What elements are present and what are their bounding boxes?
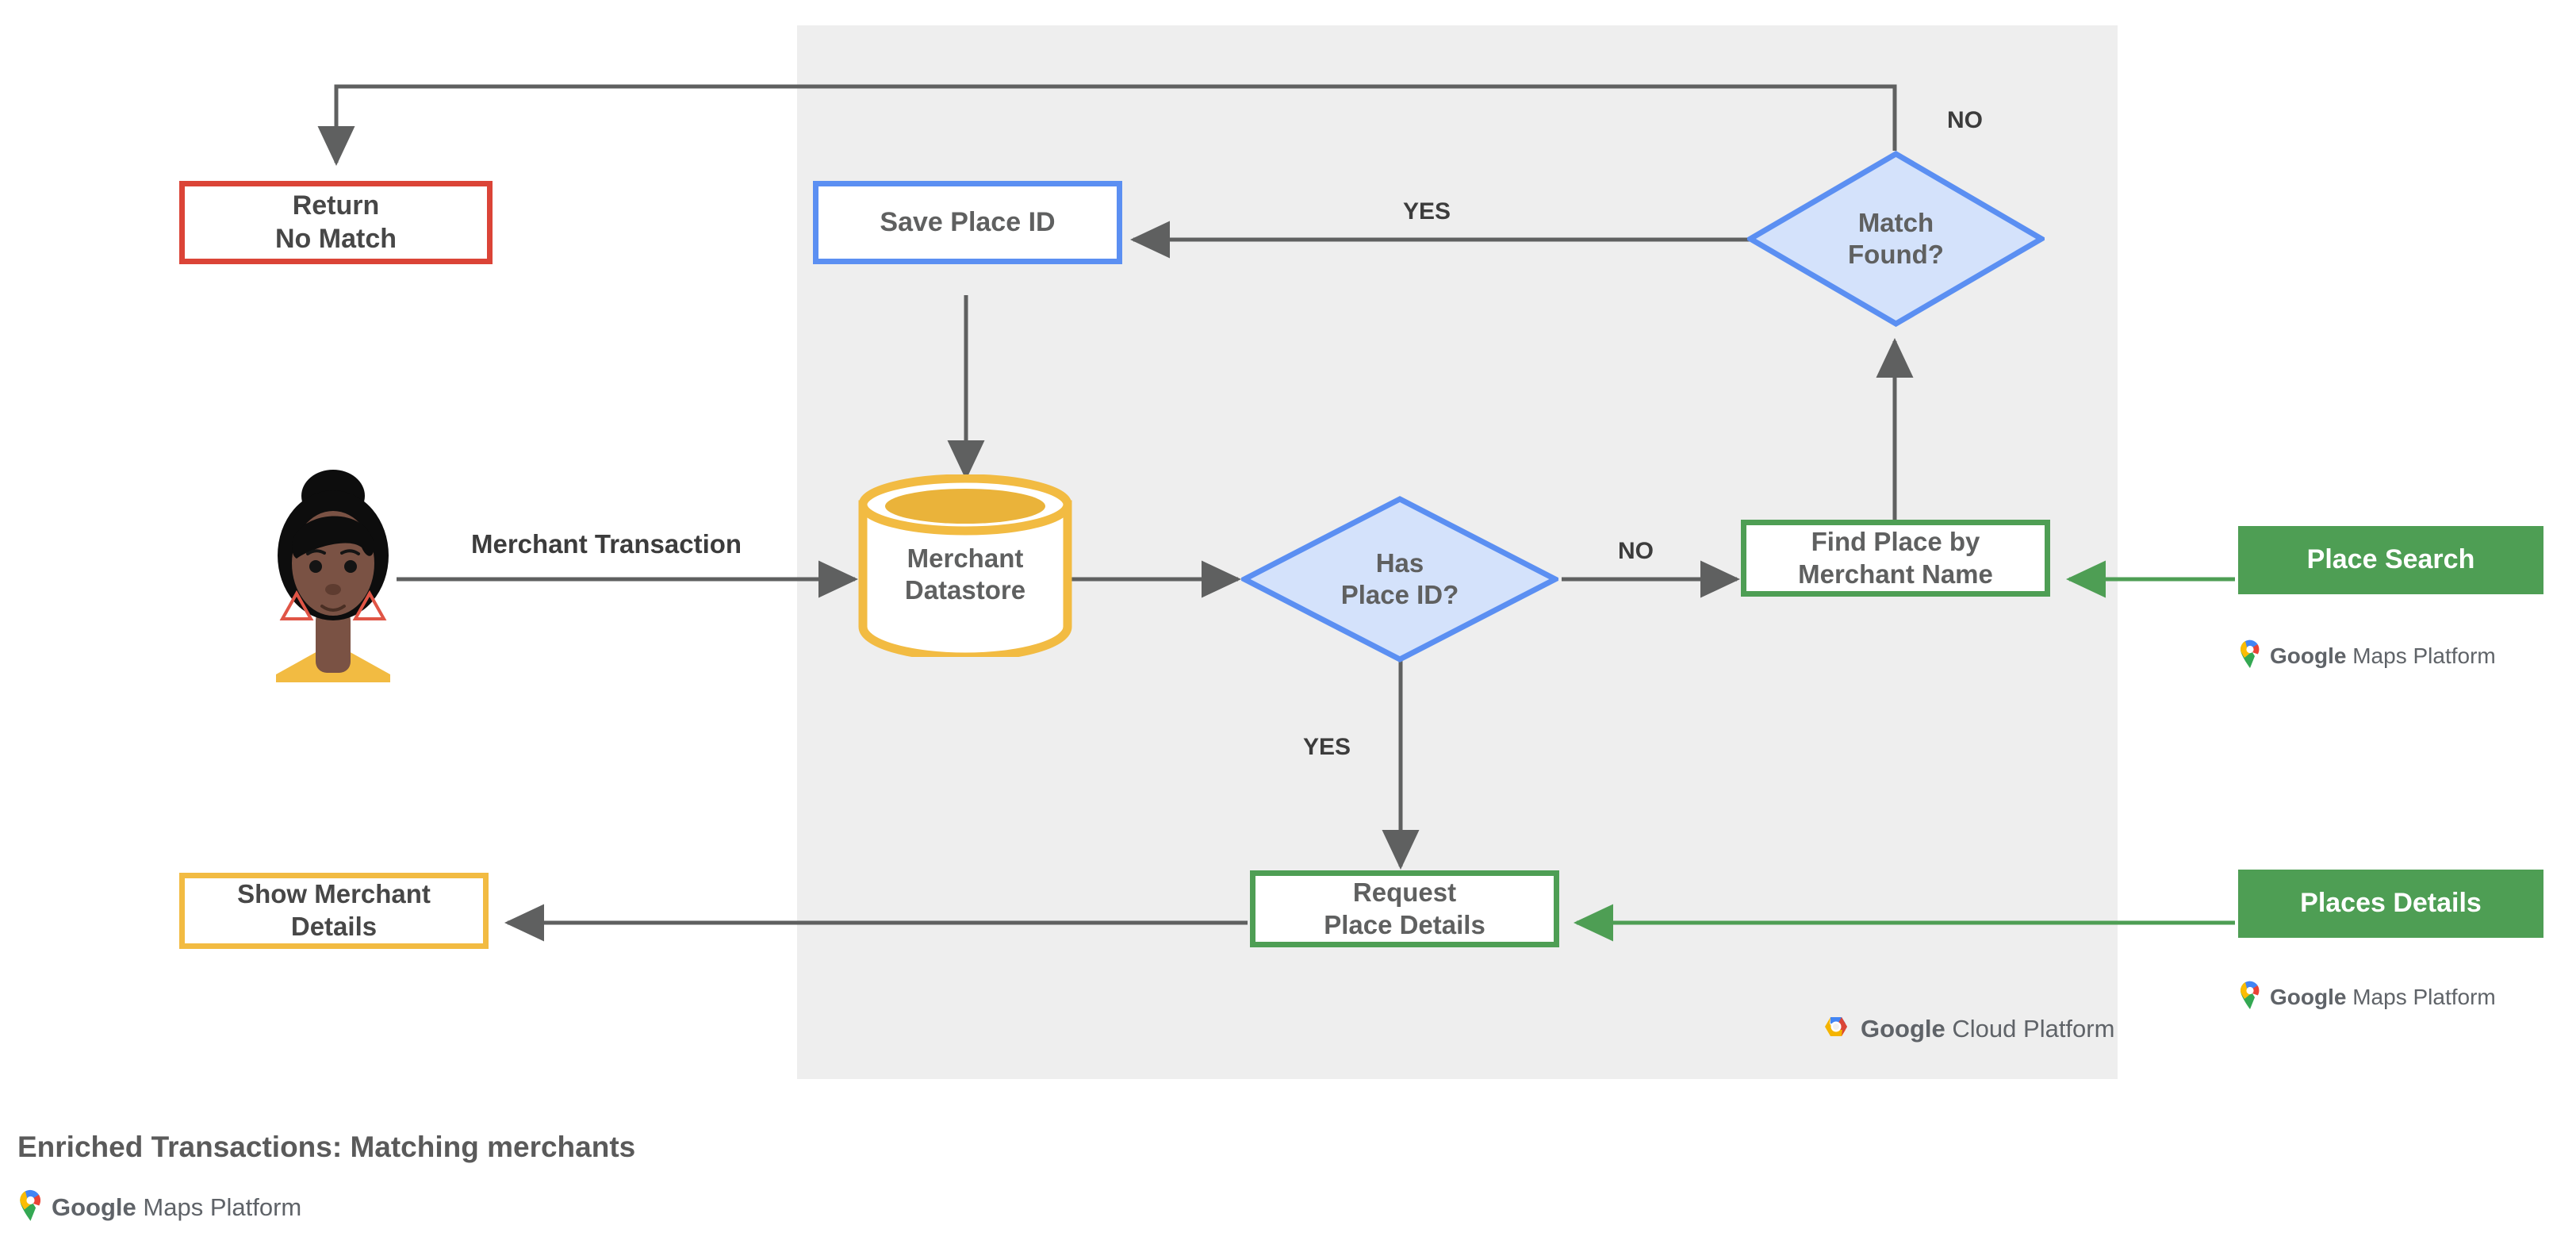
edge-label-match-found-no: NO (1947, 107, 1983, 133)
edge-label-match-found-yes: YES (1403, 198, 1451, 225)
node-find-place-by-merchant-name[interactable]: Find Place by Merchant Name (1741, 520, 2050, 597)
node-merchant-datastore[interactable]: Merchant Datastore (858, 474, 1072, 662)
node-save-place-id[interactable]: Save Place ID (813, 181, 1122, 264)
maps-pin-icon (17, 1189, 44, 1226)
google-maps-platform-logo-footer: Google Maps Platform (17, 1189, 301, 1226)
maps-pin-icon (2238, 639, 2262, 673)
node-match-found-label: Match Found? (1848, 207, 1944, 269)
node-place-search[interactable]: Place Search (2238, 526, 2543, 594)
node-match-found[interactable]: Match Found? (1745, 150, 2047, 328)
node-merchant-datastore-label: Merchant Datastore (904, 543, 1026, 605)
google-maps-platform-text: Google Maps Platform (2270, 984, 2496, 1009)
edge-label-has-place-id-yes: YES (1303, 734, 1351, 760)
node-places-details[interactable]: Places Details (2238, 870, 2543, 938)
google-maps-platform-logo-places-details: Google Maps Platform (2238, 980, 2496, 1014)
google-cloud-platform-logo: Google Cloud Platform (1821, 1012, 2114, 1046)
node-has-place-id-label: Has Place ID? (1340, 547, 1459, 609)
node-return-no-match[interactable]: Return No Match (179, 181, 493, 264)
node-show-merchant-details[interactable]: Show Merchant Details (179, 873, 489, 949)
google-maps-platform-text: Google Maps Platform (2270, 643, 2496, 668)
google-maps-platform-logo-place-search: Google Maps Platform (2238, 639, 2496, 673)
avatar (262, 460, 404, 682)
cloud-hexagon-icon (1821, 1012, 1851, 1046)
google-maps-platform-text: Google Maps Platform (52, 1192, 302, 1221)
node-request-place-details[interactable]: Request Place Details (1250, 870, 1559, 947)
edge-label-has-place-id-no: NO (1618, 538, 1654, 564)
google-cloud-platform-text: Google Cloud Platform (1861, 1014, 2115, 1043)
node-has-place-id[interactable]: Has Place ID? (1238, 496, 1562, 662)
maps-pin-icon (2238, 980, 2262, 1014)
edge-label-merchant-transaction: Merchant Transaction (471, 529, 742, 559)
page-title: Enriched Transactions: Matching merchant… (17, 1131, 636, 1163)
